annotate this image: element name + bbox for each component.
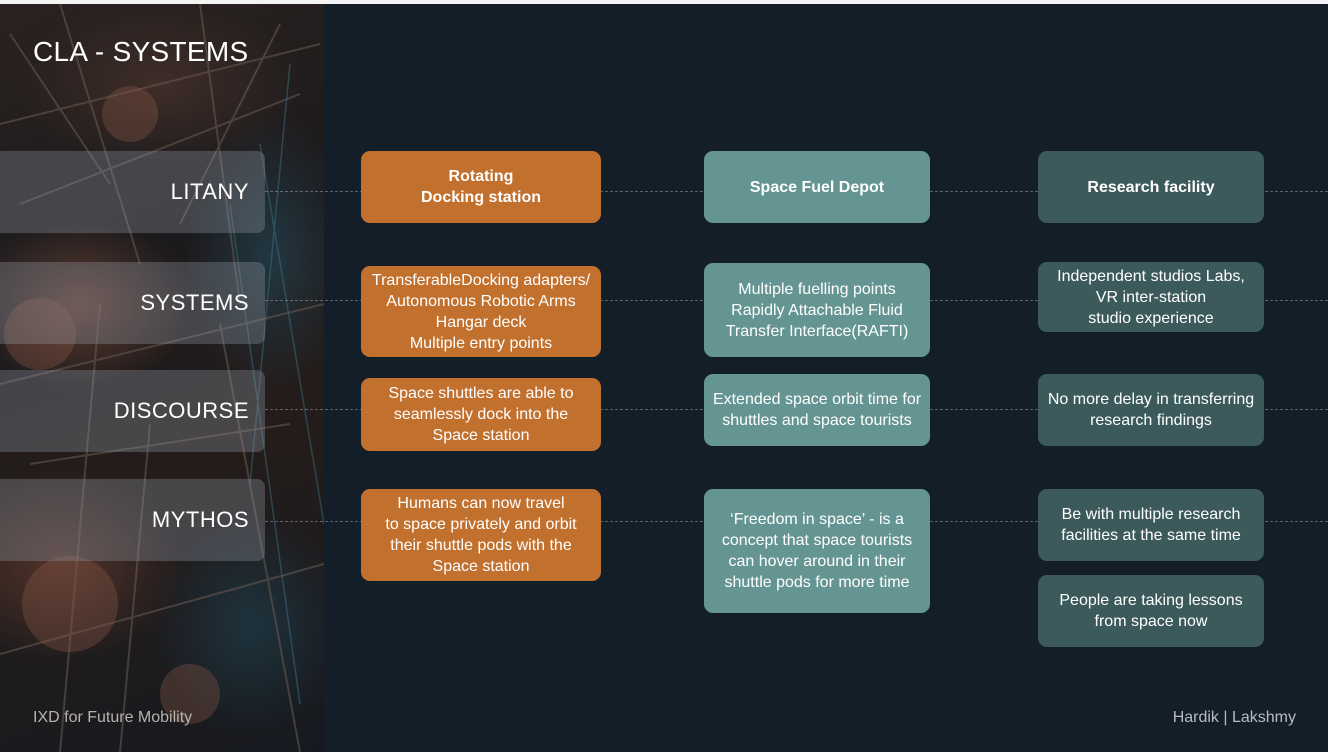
card-research-systems: Independent studios Labs, VR inter-stati… bbox=[1038, 262, 1264, 332]
row-label-mythos: MYTHOS bbox=[0, 479, 265, 561]
footer-authors: Hardik | Lakshmy bbox=[1172, 709, 1296, 726]
row-label-text: SYSTEMS bbox=[140, 290, 249, 315]
row-label-text: DISCOURSE bbox=[113, 398, 249, 423]
card-space-fuel-depot: Space Fuel Depot bbox=[704, 151, 930, 223]
card-rotating-docking-station: Rotating Docking station bbox=[361, 151, 601, 223]
row-label-text: LITANY bbox=[170, 179, 249, 204]
row-label-systems: SYSTEMS bbox=[0, 262, 265, 344]
card-fuel-systems: Multiple fuelling points Rapidly Attacha… bbox=[704, 263, 930, 357]
card-research-facility: Research facility bbox=[1038, 151, 1264, 223]
page-title: CLA - SYSTEMS bbox=[33, 36, 249, 67]
row-label-discourse: DISCOURSE bbox=[0, 370, 265, 452]
card-research-lessons: People are taking lessons from space now bbox=[1038, 575, 1264, 647]
card-research-discourse: No more delay in transferring research f… bbox=[1038, 374, 1264, 446]
card-docking-mythos: Humans can now travel to space privately… bbox=[361, 489, 601, 581]
card-fuel-mythos: ‘Freedom in space’ - is a concept that s… bbox=[704, 489, 930, 613]
card-docking-discourse: Space shuttles are able to seamlessly do… bbox=[361, 378, 601, 451]
card-docking-systems: TransferableDocking adapters/ Autonomous… bbox=[361, 266, 601, 357]
row-label-text: MYTHOS bbox=[151, 507, 249, 532]
footer-course-name: IXD for Future Mobility bbox=[33, 709, 193, 726]
space-structure-background-image bbox=[0, 4, 324, 752]
top-border bbox=[0, 0, 1328, 4]
row-label-litany: LITANY bbox=[0, 151, 265, 233]
structure-lines bbox=[0, 4, 324, 752]
card-research-mythos: Be with multiple research facilities at … bbox=[1038, 489, 1264, 561]
card-fuel-discourse: Extended space orbit time for shuttles a… bbox=[704, 374, 930, 446]
